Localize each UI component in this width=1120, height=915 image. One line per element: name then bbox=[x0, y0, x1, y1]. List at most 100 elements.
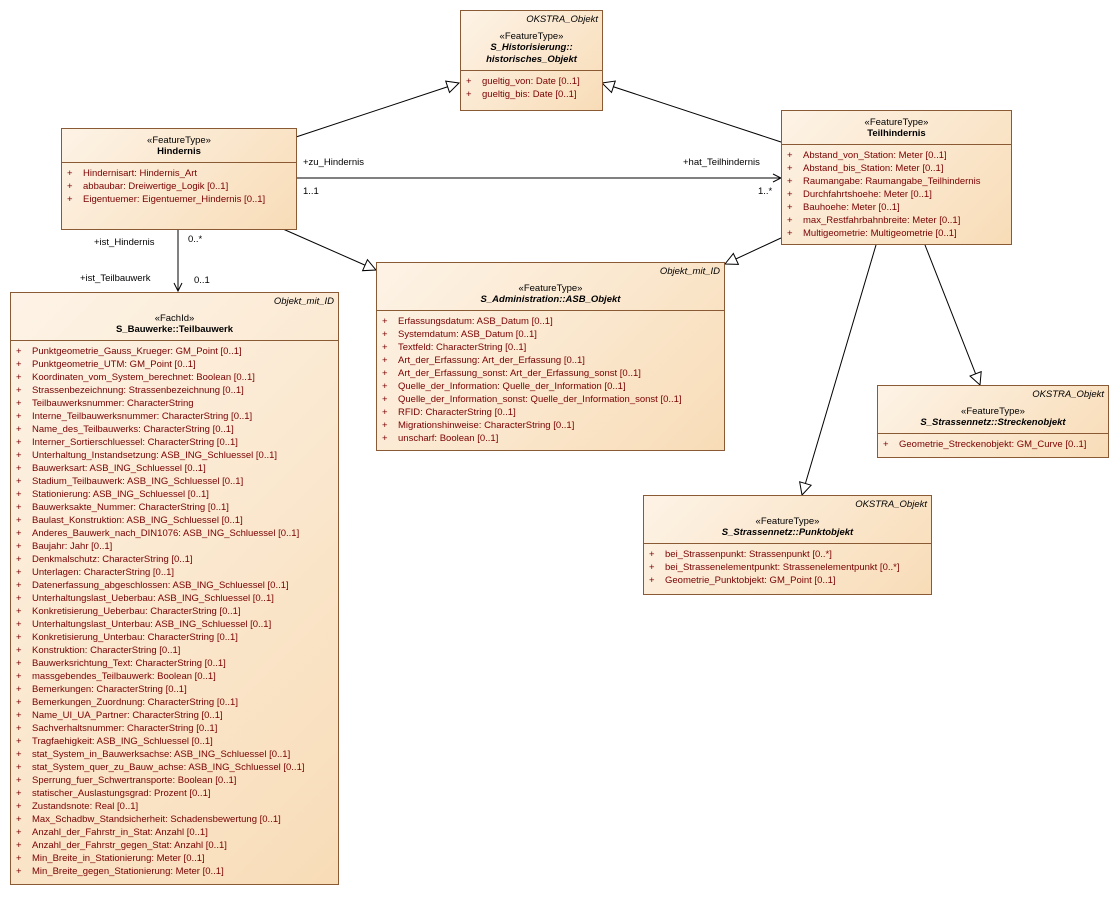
class-name: S_Bauwerke::Teilbauwerk bbox=[115, 324, 234, 335]
attribute-list: +Geometrie_Streckenobjekt: GM_Curve [0..… bbox=[878, 434, 1108, 451]
attribute-row: +Unterlagen: CharacterString [0..1] bbox=[16, 567, 175, 578]
class-header: «FeatureType» Hindernis bbox=[62, 129, 296, 163]
role-zu-hindernis: +zu_Hindernis bbox=[303, 157, 364, 168]
attribute-row: +Anzahl_der_Fahrstr_gegen_Stat: Anzahl [… bbox=[16, 840, 227, 851]
attribute-row: +unscharf: Boolean [0..1] bbox=[382, 433, 499, 444]
class-historisches-objekt[interactable]: OKSTRA_Objekt «FeatureType» S_Historisie… bbox=[460, 10, 603, 111]
attribute-row: +Multigeometrie: Multigeometrie [0..1] bbox=[787, 228, 957, 239]
attribute-list: +Punktgeometrie_Gauss_Krueger: GM_Point … bbox=[11, 341, 338, 878]
attribute-row: +Hindernisart: Hindernis_Art bbox=[67, 168, 198, 179]
attribute-row: +Sperrung_fuer_Schwertransporte: Boolean… bbox=[16, 775, 237, 786]
attribute-row: +Bauwerksart: ASB_ING_Schluessel [0..1] bbox=[16, 463, 206, 474]
class-teilhindernis[interactable]: «FeatureType» Teilhindernis +Abstand_von… bbox=[781, 110, 1012, 245]
class-asb-objekt[interactable]: Objekt_mit_ID «FeatureType» S_Administra… bbox=[376, 262, 725, 451]
attribute-row: +Anderes_Bauwerk_nach_DIN1076: ASB_ING_S… bbox=[16, 528, 300, 539]
class-punktobjekt[interactable]: OKSTRA_Objekt «FeatureType» S_Strassenne… bbox=[643, 495, 932, 595]
attribute-row: +Bauhoehe: Meter [0..1] bbox=[787, 202, 900, 213]
attribute-row: +Tragfaehigkeit: ASB_ING_Schluessel [0..… bbox=[16, 736, 213, 747]
attribute-row: +Zustandsnote: Real [0..1] bbox=[16, 801, 139, 812]
attribute-row: +Unterhaltungslast_Unterbau: ASB_ING_Sch… bbox=[16, 619, 272, 630]
attribute-row: +Min_Breite_in_Stationierung: Meter [0..… bbox=[16, 853, 205, 864]
multiplicity-hindernis-0many: 0..* bbox=[188, 234, 203, 245]
attribute-row: +Durchfahrtshoehe: Meter [0..1] bbox=[787, 189, 932, 200]
attribute-row: +Datenerfassung_abgeschlossen: ASB_ING_S… bbox=[16, 580, 289, 591]
attribute-row: +Quelle_der_Information_sonst: Quelle_de… bbox=[382, 394, 682, 405]
attribute-row: +Abstand_von_Station: Meter [0..1] bbox=[787, 150, 947, 161]
attribute-row: +Systemdatum: ASB_Datum [0..1] bbox=[382, 329, 537, 340]
class-header: «FachId» S_Bauwerke::Teilbauwerk bbox=[11, 293, 338, 341]
multiplicity-teilbauwerk-01: 0..1 bbox=[194, 275, 210, 286]
attribute-row: +Anzahl_der_Fahrstr_in_Stat: Anzahl [0..… bbox=[16, 827, 208, 838]
class-name: S_Strassennetz::Punktobjekt bbox=[721, 527, 854, 538]
attribute-row: +statischer_Auslastungsgrad: Prozent [0.… bbox=[16, 788, 211, 799]
role-ist-hindernis: +ist_Hindernis bbox=[94, 237, 155, 248]
attribute-row: +Interne_Teilbauwerksnummer: CharacterSt… bbox=[16, 411, 253, 422]
attribute-row: +Punktgeometrie_Gauss_Krueger: GM_Point … bbox=[16, 346, 242, 357]
parent-tag: Objekt_mit_ID bbox=[273, 296, 334, 307]
stereotype: «FeatureType» bbox=[518, 283, 583, 294]
attribute-row: +gueltig_bis: Date [0..1] bbox=[466, 89, 577, 100]
attribute-list: +gueltig_von: Date [0..1] +gueltig_bis: … bbox=[461, 71, 602, 101]
attribute-row: +Konkretisierung_Unterbau: CharacterStri… bbox=[16, 632, 238, 643]
stereotype: «FachId» bbox=[154, 313, 195, 324]
attribute-row: +bei_Strassenelementpunkt: Strasseneleme… bbox=[649, 562, 900, 573]
attribute-row: +max_Restfahrbahnbreite: Meter [0..1] bbox=[787, 215, 961, 226]
attribute-row: +Strassenbezeichnung: Strassenbezeichnun… bbox=[16, 385, 244, 396]
attribute-row: +stat_System_in_Bauwerksachse: ASB_ING_S… bbox=[16, 749, 291, 760]
attribute-row: +Migrationshinweise: CharacterString [0.… bbox=[382, 420, 575, 431]
parent-tag: OKSTRA_Objekt bbox=[1032, 389, 1104, 400]
class-name: Hindernis bbox=[157, 146, 201, 157]
attribute-row: +massgebendes_Teilbauwerk: Boolean [0..1… bbox=[16, 671, 216, 682]
attribute-list: +Erfassungsdatum: ASB_Datum [0..1] +Syst… bbox=[377, 311, 724, 445]
multiplicity-hindernis-end: 1..1 bbox=[303, 186, 319, 197]
multiplicity-teilhindernis-end: 1..* bbox=[758, 186, 773, 197]
attribute-row: +Max_Schadbw_Standsicherheit: Schadensbe… bbox=[16, 814, 281, 825]
attribute-row: +abbaubar: Dreiwertige_Logik [0..1] bbox=[67, 181, 229, 192]
attribute-row: +Stadium_Teilbauwerk: ASB_ING_Schluessel… bbox=[16, 476, 244, 487]
class-name: S_Strassennetz::Streckenobjekt bbox=[920, 417, 1066, 428]
attribute-row: +Name_des_Teilbauwerks: CharacterString … bbox=[16, 424, 234, 435]
attribute-row: +Abstand_bis_Station: Meter [0..1] bbox=[787, 163, 944, 174]
attribute-row: +Geometrie_Streckenobjekt: GM_Curve [0..… bbox=[883, 439, 1087, 450]
attribute-row: +Bemerkungen: CharacterString [0..1] bbox=[16, 684, 187, 695]
class-header: «FeatureType» S_Historisierung:: histori… bbox=[461, 11, 602, 71]
parent-tag: OKSTRA_Objekt bbox=[526, 14, 598, 25]
attribute-row: +Stationierung: ASB_ING_Schluessel [0..1… bbox=[16, 489, 209, 500]
class-name: Teilhindernis bbox=[867, 128, 926, 139]
attribute-row: +Koordinaten_vom_System_berechnet: Boole… bbox=[16, 372, 255, 383]
attribute-row: +Erfassungsdatum: ASB_Datum [0..1] bbox=[382, 316, 553, 327]
attribute-row: +Eigentuemer: Eigentuemer_Hindernis [0..… bbox=[67, 194, 266, 205]
class-teilbauwerk[interactable]: Objekt_mit_ID «FachId» S_Bauwerke::Teilb… bbox=[10, 292, 339, 885]
generalization-teilhindernis-asb bbox=[725, 237, 782, 264]
attribute-row: +Konkretisierung_Ueberbau: CharacterStri… bbox=[16, 606, 241, 617]
attribute-row: +Unterhaltungslast_Ueberbau: ASB_ING_Sch… bbox=[16, 593, 274, 604]
attribute-row: +gueltig_von: Date [0..1] bbox=[466, 76, 580, 87]
attribute-row: +Quelle_der_Information: Quelle_der_Info… bbox=[382, 381, 626, 392]
attribute-row: +Punktgeometrie_UTM: GM_Point [0..1] bbox=[16, 359, 196, 370]
attribute-row: +Raumangabe: Raumangabe_Teilhindernis bbox=[787, 176, 981, 187]
generalization-hindernis-asb bbox=[282, 228, 376, 270]
attribute-row: +bei_Strassenpunkt: Strassenpunkt [0..*] bbox=[649, 549, 832, 560]
generalization-hindernis-hist bbox=[295, 83, 459, 138]
parent-tag: Objekt_mit_ID bbox=[659, 266, 720, 277]
stereotype: «FeatureType» bbox=[755, 516, 820, 527]
stereotype: «FeatureType» bbox=[499, 31, 564, 42]
class-header: «FeatureType» S_Strassennetz::Streckenob… bbox=[878, 386, 1108, 434]
stereotype: «FeatureType» bbox=[961, 406, 1025, 417]
attribute-row: +Art_der_Erfassung: Art_der_Erfassung [0… bbox=[382, 355, 585, 366]
attribute-row: +Sachverhaltsnummer: CharacterString [0.… bbox=[16, 723, 218, 734]
generalization-teilhindernis-punkt bbox=[802, 244, 877, 495]
class-header: «FeatureType» S_Strassennetz::Punktobjek… bbox=[644, 496, 931, 544]
stereotype: «FeatureType» bbox=[147, 135, 211, 146]
parent-tag: OKSTRA_Objekt bbox=[855, 499, 927, 510]
attribute-row: +stat_System_quer_zu_Bauw_achse: ASB_ING… bbox=[16, 762, 305, 773]
attribute-row: +Name_UI_UA_Partner: CharacterString [0.… bbox=[16, 710, 223, 721]
class-header: «FeatureType» Teilhindernis bbox=[782, 111, 1011, 145]
class-hindernis[interactable]: «FeatureType» Hindernis +Hindernisart: H… bbox=[61, 128, 297, 230]
role-ist-teilbauwerk: +ist_Teilbauwerk bbox=[80, 273, 151, 284]
attribute-list: +Hindernisart: Hindernis_Art +abbaubar: … bbox=[62, 163, 296, 206]
class-name: S_Administration::ASB_Objekt bbox=[480, 294, 621, 305]
attribute-row: +Geometrie_Punktobjekt: GM_Point [0..1] bbox=[649, 575, 836, 586]
class-streckenobjekt[interactable]: OKSTRA_Objekt «FeatureType» S_Strassenne… bbox=[877, 385, 1109, 458]
attribute-row: +Konstruktion: CharacterString [0..1] bbox=[16, 645, 181, 656]
